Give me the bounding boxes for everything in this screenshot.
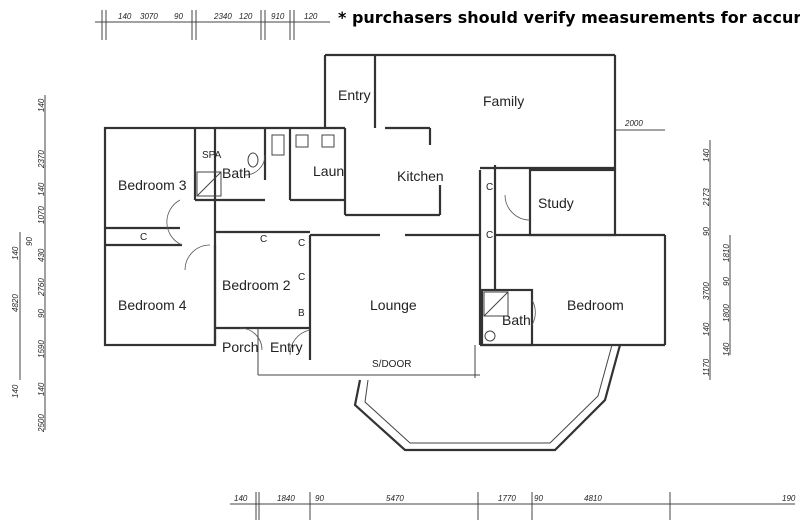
dim-label: 430 [37, 248, 46, 262]
top-dimension-line: 140 3070 90 2340 120 910 120 [95, 10, 330, 40]
room-label-entry: Entry [270, 339, 303, 355]
dim-label: 140 [11, 246, 20, 260]
dim-label: 4820 [11, 294, 20, 312]
fixtures [196, 134, 509, 342]
room-label-bath: Bath [502, 312, 531, 328]
room-label-family: Family [483, 93, 524, 109]
dim-label: 140 [118, 12, 132, 21]
dim-label: 140 [722, 342, 731, 356]
tub-icon [295, 134, 309, 148]
dim-label: 3070 [140, 12, 158, 21]
cupboard-label: C [486, 182, 493, 193]
dim-label: 140 [37, 382, 46, 396]
room-label-laundry: Laun [313, 163, 344, 179]
dim-label: 2340 [213, 12, 232, 21]
dim-label: 1770 [498, 494, 516, 503]
left-dimension-lines: 140 2370 140 1070 90 430 2760 90 1590 14… [11, 95, 46, 433]
dim-label: 140 [702, 322, 711, 336]
room-labels: Entry Family SPA Bath Laun Kitchen Bedro… [118, 87, 624, 370]
room-label-bedroom-2: Bedroom 2 [222, 277, 291, 293]
dim-label: 5470 [386, 494, 404, 503]
dim-label: 90 [37, 309, 46, 318]
dim-label: 4810 [584, 494, 602, 503]
dim-label: 1070 [37, 206, 46, 224]
measurement-disclaimer: * purchasers should verify measurements … [338, 8, 800, 27]
dim-label: 140 [702, 148, 711, 162]
dim-label: 140 [37, 182, 46, 196]
dim-label: 140 [37, 98, 46, 112]
room-label-bath: Bath [222, 165, 251, 181]
dim-label: 120 [239, 12, 253, 21]
door-swings [166, 154, 536, 356]
dim-label: 1800 [722, 304, 731, 322]
dim-label: 2370 [37, 150, 46, 169]
dim-label: 140 [11, 384, 20, 398]
dim-label: 3700 [702, 282, 711, 300]
cupboard-label: C [298, 238, 305, 249]
room-label-kitchen: Kitchen [397, 168, 444, 184]
dim-label: 2000 [624, 119, 643, 128]
dim-label: 2173 [702, 188, 711, 207]
dim-label: 2500 [37, 414, 46, 433]
cupboard-label: C [260, 234, 267, 245]
cupboard-label: C [140, 232, 147, 243]
room-label-bedroom-3: Bedroom 3 [118, 177, 187, 193]
dim-label: 90 [702, 227, 711, 236]
room-label-entry: Entry [338, 87, 371, 103]
sliding-door-label: S/DOOR [372, 359, 411, 370]
dim-label: 90 [315, 494, 324, 503]
walls [103, 53, 667, 452]
dim-label: 1170 [702, 358, 711, 376]
room-label-porch: Porch [222, 339, 259, 355]
dim-label: 910 [271, 12, 285, 21]
cupboard-label: C [298, 272, 305, 283]
dim-label: 140 [234, 494, 248, 503]
dim-label: 90 [174, 12, 183, 21]
dim-label: 90 [534, 494, 543, 503]
spa-tub [196, 171, 222, 197]
dim-label: 120 [304, 12, 318, 21]
tub-icon [321, 134, 335, 148]
dim-label: 90 [722, 277, 731, 286]
cupboard-labels: C C C C C C B [140, 182, 493, 319]
cupboard-label: C [486, 230, 493, 241]
toilet-icon [484, 330, 496, 342]
room-label-bedroom-4: Bedroom 4 [118, 297, 187, 313]
dim-label: 90 [25, 237, 34, 246]
cupboard-label: B [298, 308, 305, 319]
shower-icon [483, 291, 509, 317]
bottom-dimension-line: 140 1840 90 5470 1770 90 4810 190 [230, 492, 796, 520]
dim-label: 1810 [722, 244, 731, 262]
room-label-study: Study [538, 195, 574, 211]
dim-label: 1590 [37, 340, 46, 358]
dim-label: 190 [782, 494, 796, 503]
dim-label: 2760 [37, 278, 46, 297]
dim-label: 1840 [277, 494, 295, 503]
toilet-icon [271, 134, 285, 156]
toilet-icon [247, 152, 259, 168]
room-label-bedroom: Bedroom [567, 297, 624, 313]
room-label-lounge: Lounge [370, 297, 417, 313]
right-dimension-lines: 140 2173 90 3700 140 1170 1810 90 1800 1… [615, 119, 731, 380]
room-label-spa: SPA [202, 150, 222, 161]
